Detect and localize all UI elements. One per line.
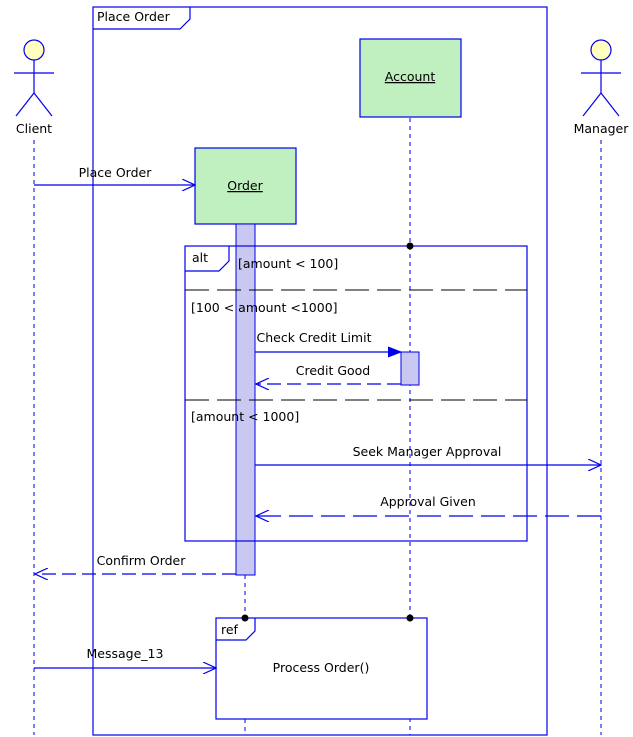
order-ref-junction — [241, 614, 249, 622]
frame-title: Place Order — [97, 9, 171, 24]
confirm-order-label: Confirm Order — [97, 553, 187, 568]
message-approval-given[interactable]: Approval Given — [256, 494, 601, 516]
check-credit-label: Check Credit Limit — [257, 330, 372, 345]
manager-label: Manager — [574, 121, 630, 136]
interaction-frame: Place Order — [92, 6, 548, 736]
alt-fragment: alt [amount < 100] [100 < amount <1000] … — [184, 245, 528, 542]
message-13[interactable]: Message_13 — [34, 646, 216, 668]
message-13-label: Message_13 — [87, 646, 164, 661]
message-check-credit-limit[interactable]: Check Credit Limit — [255, 330, 401, 352]
account-activation-bar — [400, 351, 420, 386]
order-label: Order — [227, 178, 263, 193]
account-ref-junction — [406, 614, 414, 622]
message-place-order[interactable]: Place Order — [34, 165, 195, 185]
message-credit-good[interactable]: Credit Good — [256, 363, 401, 384]
manager-actor[interactable]: Manager — [574, 39, 630, 136]
client-label: Client — [16, 121, 52, 136]
credit-good-label: Credit Good — [296, 363, 370, 378]
account-label: Account — [385, 69, 436, 84]
message-confirm-order[interactable]: Confirm Order — [35, 553, 236, 574]
actor-head-icon — [23, 39, 45, 61]
account-object[interactable]: Account — [359, 38, 462, 118]
message-seek-manager-approval[interactable]: Seek Manager Approval — [255, 444, 601, 465]
alt-operator-label: alt — [192, 250, 208, 265]
order-object[interactable]: Order — [194, 147, 297, 225]
account-fragment-junction — [406, 242, 414, 250]
guard-2: [100 < amount <1000] — [191, 300, 338, 315]
guard-3: [amount < 1000] — [191, 409, 299, 424]
seek-approval-label: Seek Manager Approval — [353, 444, 502, 459]
ref-operator-label: ref — [221, 622, 239, 637]
approval-given-label: Approval Given — [380, 494, 476, 509]
place-order-label: Place Order — [79, 165, 153, 180]
ref-label: Process Order() — [273, 660, 370, 675]
client-actor[interactable]: Client — [14, 39, 54, 136]
actor-head-icon — [590, 39, 612, 61]
ref-fragment[interactable]: ref Process Order() — [215, 617, 428, 720]
guard-1: [amount < 100] — [238, 256, 338, 271]
